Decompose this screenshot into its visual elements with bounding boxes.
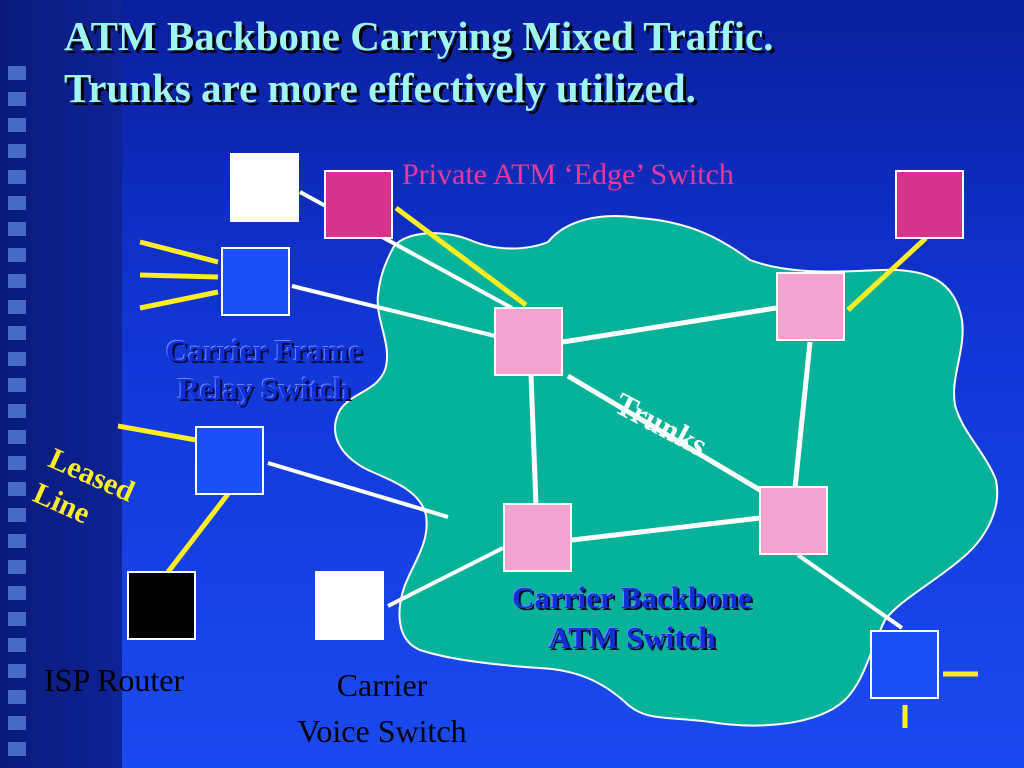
carrier-voice-switch-label-line-1: Carrier bbox=[336, 667, 428, 703]
edge-uplink bbox=[846, 236, 928, 312]
title-line-1: ATM Backbone Carrying Mixed Traffic. bbox=[64, 13, 774, 59]
frame-relay-label-line-2: Relay Switch bbox=[177, 371, 351, 406]
trunk-link bbox=[571, 515, 761, 543]
private-edge-switch-left bbox=[324, 170, 393, 239]
frame-relay-stub bbox=[139, 272, 219, 280]
frame-relay-stub bbox=[139, 289, 219, 311]
isp-router-label: ISP Router bbox=[44, 662, 185, 698]
carrier-backbone-label-line-1: Carrier Backbone bbox=[512, 580, 752, 615]
leased-line-link bbox=[166, 492, 230, 574]
left-decorative-band bbox=[0, 0, 122, 768]
trunk-link bbox=[566, 373, 762, 493]
edge-uplink bbox=[394, 205, 528, 308]
private-edge-switch-right bbox=[895, 170, 964, 239]
title-line-2: Trunks are more effectively utilized. bbox=[64, 65, 696, 111]
isp-router-box bbox=[127, 571, 196, 640]
access-link bbox=[796, 553, 904, 630]
trunk-links bbox=[528, 305, 813, 543]
access-link bbox=[387, 546, 504, 608]
leased-line-switch bbox=[195, 426, 264, 495]
slide-title: ATM Backbone Carrying Mixed Traffic. Tru… bbox=[64, 10, 1014, 114]
frame-relay-label: Carrier Frame Relay Switch bbox=[130, 332, 398, 408]
frame-relay-label-line-1: Carrier Frame bbox=[165, 333, 363, 368]
carrier-backbone-label: Carrier Backbone ATM Switch bbox=[472, 578, 792, 658]
carrier-voice-switch-box bbox=[315, 571, 384, 640]
carrier-voice-switch-label-line-2: Voice Switch bbox=[297, 713, 467, 749]
white-endpoint-box bbox=[230, 153, 299, 222]
carrier-frame-relay-switch bbox=[221, 247, 290, 316]
carrier-backbone-label-line-2: ATM Switch bbox=[548, 620, 716, 655]
customer-access-switch bbox=[870, 630, 939, 699]
trunk-link bbox=[562, 305, 777, 345]
backbone-switch-top-right bbox=[776, 272, 845, 341]
access-link bbox=[267, 461, 449, 519]
decorative-square-strip bbox=[8, 66, 26, 766]
trunk-link bbox=[528, 374, 539, 506]
frame-relay-stub bbox=[139, 239, 219, 265]
access-links bbox=[267, 190, 904, 630]
trunk-link bbox=[792, 341, 813, 489]
private-edge-switch-label: Private ATM ‘Edge’ Switch bbox=[402, 158, 734, 191]
access-link bbox=[291, 284, 496, 338]
backbone-switch-bottom-right bbox=[759, 486, 828, 555]
leased-line-link bbox=[117, 423, 197, 443]
yellow-links bbox=[117, 205, 978, 728]
backbone-switch-bottom-left bbox=[503, 503, 572, 572]
backbone-switch-top-left bbox=[494, 307, 563, 376]
carrier-voice-switch-label: Carrier Voice Switch bbox=[262, 662, 502, 754]
